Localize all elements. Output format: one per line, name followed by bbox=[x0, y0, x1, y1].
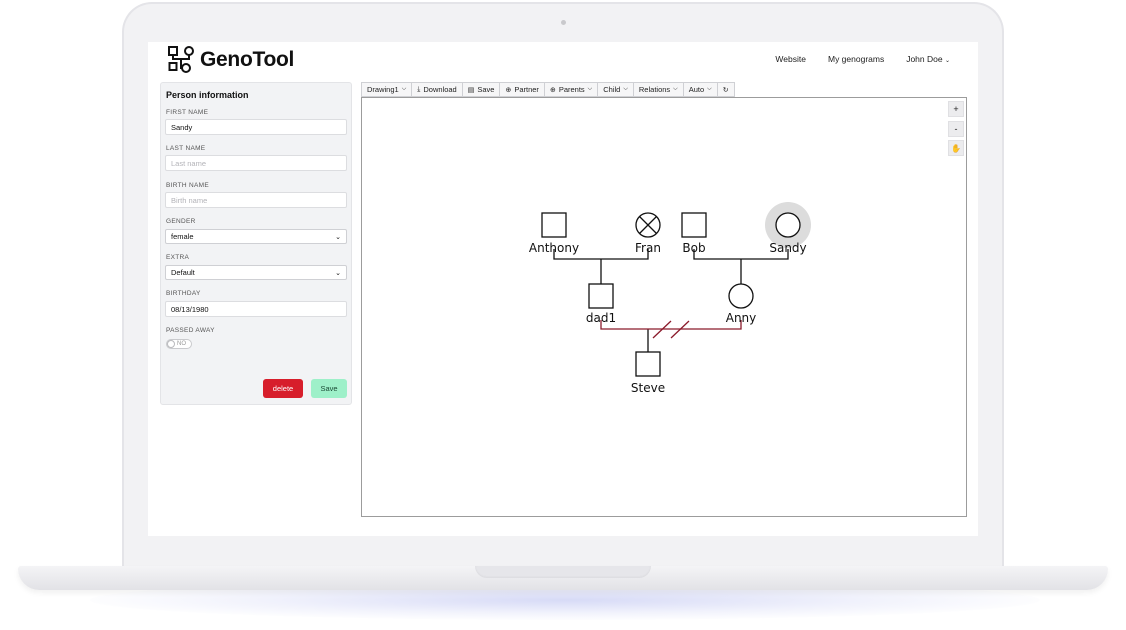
gender-value: female bbox=[171, 232, 194, 241]
person-fran[interactable]: Fran bbox=[635, 212, 661, 255]
person-name: dad1 bbox=[586, 311, 616, 325]
chevron-down-icon: ⌄ bbox=[335, 233, 341, 241]
plus-circle-icon: ⊕ bbox=[549, 86, 556, 94]
toggle-state: NO bbox=[177, 341, 186, 347]
female-circle-icon bbox=[728, 283, 754, 309]
person-name: Bob bbox=[682, 241, 705, 255]
last-name-input[interactable] bbox=[165, 155, 347, 171]
hand-icon: ✋ bbox=[951, 143, 961, 153]
chevron-down-icon: ⌵ bbox=[673, 86, 678, 92]
chevron-down-icon: ⌵ bbox=[623, 86, 628, 92]
person-name: Anthony bbox=[529, 241, 579, 255]
person-dad1[interactable]: dad1 bbox=[586, 283, 616, 325]
male-square-icon bbox=[588, 283, 614, 309]
person-bob[interactable]: Bob bbox=[681, 212, 707, 255]
partner-label: Partner bbox=[514, 85, 539, 94]
male-square-icon bbox=[635, 351, 661, 377]
child-button[interactable]: Child ⌵ bbox=[598, 82, 634, 97]
deceased-cross-icon bbox=[639, 216, 657, 234]
save-icon: ▤ bbox=[467, 86, 475, 94]
partner-button[interactable]: ⊕ Partner bbox=[500, 82, 545, 97]
app-screen: GenoTool Website My genograms John Doe ⌄… bbox=[148, 42, 978, 536]
chevron-down-icon: ⌄ bbox=[335, 269, 341, 277]
extra-value: Default bbox=[171, 268, 195, 277]
download-button[interactable]: ⤓ Download bbox=[412, 82, 463, 97]
person-name: Sandy bbox=[769, 241, 806, 255]
child-label: Child bbox=[603, 85, 621, 94]
auto-layout-button[interactable]: Auto ⌵ bbox=[683, 82, 718, 97]
delete-button[interactable]: delete bbox=[263, 379, 303, 398]
male-square-icon bbox=[681, 212, 707, 238]
passed-away-label: PASSED AWAY bbox=[166, 327, 215, 334]
plus-circle-icon: ⊕ bbox=[505, 86, 512, 94]
passed-away-toggle[interactable]: NO bbox=[166, 339, 192, 349]
save-drawing-label: Save bbox=[477, 85, 495, 94]
genotool-logo-icon bbox=[168, 46, 194, 73]
person-information-panel: Person information FIRST NAME LAST NAME … bbox=[160, 82, 352, 405]
person-name: Fran bbox=[635, 241, 661, 255]
person-anny[interactable]: Anny bbox=[726, 283, 757, 325]
extra-select[interactable]: Default ⌄ bbox=[165, 265, 347, 280]
person-name: Steve bbox=[631, 381, 665, 395]
drawing-select-button[interactable]: Drawing1 ⌵ bbox=[361, 82, 413, 97]
drawing-toolbar: Drawing1 ⌵ ⤓ Download ▤ Save ⊕ Partner ⊕… bbox=[361, 82, 735, 97]
nav-website-link[interactable]: Website bbox=[775, 54, 806, 64]
logo[interactable]: GenoTool bbox=[168, 46, 294, 74]
birthday-label: BIRTHDAY bbox=[166, 290, 201, 297]
zoom-out-button[interactable]: - bbox=[948, 121, 964, 137]
gender-select[interactable]: female ⌄ bbox=[165, 229, 347, 244]
download-label: Download bbox=[423, 85, 457, 94]
dad1-anny-divorce-line bbox=[600, 320, 742, 330]
download-icon: ⤓ bbox=[417, 85, 421, 93]
laptop-notch bbox=[475, 566, 651, 578]
user-menu[interactable]: John Doe ⌄ bbox=[906, 54, 950, 64]
top-nav: Website My genograms John Doe ⌄ bbox=[775, 54, 950, 64]
chevron-down-icon: ⌵ bbox=[707, 86, 712, 92]
male-square-icon bbox=[541, 212, 567, 238]
save-button[interactable]: Save bbox=[311, 379, 347, 398]
toggle-knob bbox=[167, 340, 175, 348]
camera-dot bbox=[561, 20, 566, 25]
relations-button[interactable]: Relations ⌵ bbox=[633, 82, 684, 97]
chevron-down-icon: ⌵ bbox=[587, 86, 593, 92]
chevron-down-icon: ⌄ bbox=[944, 58, 950, 64]
birth-name-label: BIRTH NAME bbox=[166, 182, 209, 189]
person-sandy[interactable]: Sandy bbox=[765, 202, 811, 255]
pan-hand-button[interactable]: ✋ bbox=[948, 140, 964, 156]
genogram-canvas[interactable]: + - ✋ Anthony bbox=[361, 97, 967, 517]
chevron-down-icon: ⌵ bbox=[401, 86, 407, 92]
first-name-label: FIRST NAME bbox=[166, 109, 209, 116]
panel-title: Person information bbox=[166, 90, 249, 100]
birthday-input[interactable] bbox=[165, 301, 347, 317]
first-name-input[interactable] bbox=[165, 119, 347, 135]
birth-name-input[interactable] bbox=[165, 192, 347, 208]
refresh-button[interactable]: ↻ bbox=[717, 82, 735, 97]
extra-label: EXTRA bbox=[166, 254, 190, 261]
save-drawing-button[interactable]: ▤ Save bbox=[462, 82, 501, 97]
person-anthony[interactable]: Anthony bbox=[529, 212, 579, 255]
gender-label: GENDER bbox=[166, 218, 196, 225]
divorce-marks bbox=[652, 320, 690, 339]
person-name: Anny bbox=[726, 311, 757, 325]
user-name: John Doe bbox=[906, 54, 943, 64]
relations-label: Relations bbox=[638, 85, 671, 94]
genogram-diagram: Anthony Fran Bob Sandy bbox=[529, 202, 811, 395]
zoom-in-button[interactable]: + bbox=[948, 101, 964, 117]
nav-my-genograms-link[interactable]: My genograms bbox=[827, 54, 885, 64]
last-name-label: LAST NAME bbox=[166, 145, 206, 152]
app-name: GenoTool bbox=[200, 48, 295, 71]
parents-label: Parents bbox=[558, 85, 585, 94]
auto-label: Auto bbox=[688, 85, 705, 94]
drawing-label: Drawing1 bbox=[367, 85, 399, 94]
refresh-icon: ↻ bbox=[722, 86, 729, 94]
female-circle-icon bbox=[775, 212, 801, 238]
family-lines bbox=[553, 249, 789, 352]
person-steve[interactable]: Steve bbox=[631, 351, 665, 395]
parents-button[interactable]: ⊕ Parents ⌵ bbox=[544, 82, 599, 97]
